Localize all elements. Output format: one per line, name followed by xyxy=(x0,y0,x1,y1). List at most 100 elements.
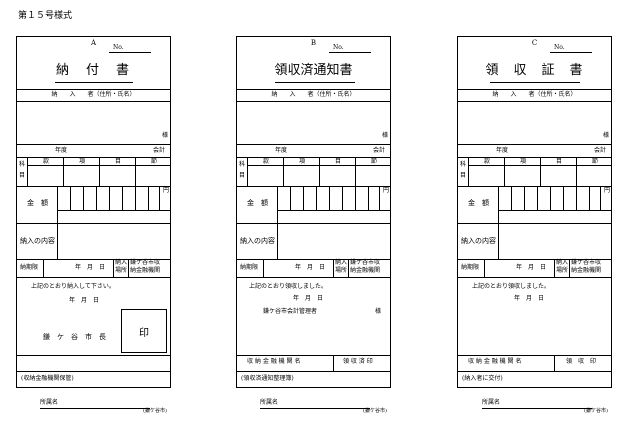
form-number-label: 第１５号様式 xyxy=(18,11,73,21)
payer-field[interactable] xyxy=(237,101,390,144)
form-title: 領収済通知書 xyxy=(274,63,353,78)
place-label-1: 納入 xyxy=(556,259,569,266)
notice-text: 上記のとおり領収しました。 xyxy=(249,283,328,290)
account-type-label: 会計 xyxy=(373,147,386,154)
place-label-1: 納入 xyxy=(115,259,128,266)
amount-field[interactable] xyxy=(498,186,612,210)
honorific: 様 xyxy=(162,132,169,139)
place-label-2: 場所 xyxy=(115,267,128,274)
notice-date: 年 月 日 xyxy=(69,297,100,304)
amount-label: 金 額 xyxy=(468,199,489,207)
payer-header: 納 入 者（住所・氏名） xyxy=(271,91,356,98)
fiscal-year-label: 年度 xyxy=(55,147,68,154)
notice-text: 上記のとおり領収しました。 xyxy=(472,283,551,290)
copy-destination: (納入者に交付) xyxy=(462,375,503,382)
purpose-field[interactable] xyxy=(57,223,171,259)
dept-field[interactable] xyxy=(482,408,592,409)
dept-field[interactable] xyxy=(260,408,370,409)
place-label-2: 場所 xyxy=(556,267,569,274)
authority-name: 鎌ケ谷市会計管理者 xyxy=(263,308,318,315)
copy-destination: (領収済通知整理簿) xyxy=(241,375,294,382)
amount-label: 金 額 xyxy=(27,199,48,207)
place-value-2: 納金融機関 xyxy=(350,267,381,274)
amount-field[interactable] xyxy=(277,186,391,210)
authority-name: 鎌 ケ 谷 市 長 xyxy=(43,333,106,341)
account-type-label: 会計 xyxy=(594,147,607,154)
place-value-2: 納金融機関 xyxy=(571,267,602,274)
col-kou-label: 項 xyxy=(299,158,306,165)
honorific: 様 xyxy=(382,132,389,139)
form-letter: B xyxy=(310,39,317,47)
col-setsu-label: 節 xyxy=(592,158,599,165)
form-title: 納 付 書 xyxy=(55,63,131,78)
deadline-date: 年 月 日 xyxy=(295,264,326,271)
col-moku-label: 目 xyxy=(115,158,122,165)
yen-label: 円 xyxy=(163,187,170,194)
account-label-1: 科 xyxy=(19,161,26,168)
city-tag: (鎌ケ谷市) xyxy=(143,408,167,414)
account-type-label: 会計 xyxy=(153,147,166,154)
payer-header: 納 入 者（住所・氏名） xyxy=(492,91,577,98)
place-value-1: 鎌ケ谷市収 xyxy=(350,259,381,266)
col-kou-label: 項 xyxy=(79,158,86,165)
col-moku-label: 目 xyxy=(556,158,563,165)
city-tag: (鎌ケ谷市) xyxy=(363,408,387,414)
number-label: No. xyxy=(113,44,124,51)
dept-label: 所属名 xyxy=(482,399,501,406)
form-letter: A xyxy=(90,39,97,47)
dept-label: 所属名 xyxy=(260,399,279,406)
purpose-label: 納入の内容 xyxy=(240,237,275,245)
number-field[interactable] xyxy=(550,52,592,53)
col-setsu-label: 節 xyxy=(371,158,378,165)
col-kou-label: 項 xyxy=(520,158,527,165)
deadline-label: 納期限 xyxy=(461,264,480,271)
place-value-1: 鎌ケ谷市収 xyxy=(571,259,602,266)
fiscal-year-label: 年度 xyxy=(275,147,288,154)
number-field[interactable] xyxy=(329,52,371,53)
place-label-2: 場所 xyxy=(335,267,348,274)
place-value-2: 納金融機関 xyxy=(130,267,161,274)
deadline-date: 年 月 日 xyxy=(75,264,106,271)
notice-text: 上記のとおり納入して下さい。 xyxy=(31,283,115,290)
notice-date: 年 月 日 xyxy=(514,295,545,302)
account-label-2: 目 xyxy=(19,172,26,179)
deadline-label: 納期限 xyxy=(240,264,259,271)
number-label: No. xyxy=(333,44,344,51)
number-field[interactable] xyxy=(109,52,151,53)
dept-label: 所属名 xyxy=(40,399,59,406)
account-label-1: 科 xyxy=(239,161,246,168)
yen-label: 円 xyxy=(383,187,390,194)
fiscal-year-label: 年度 xyxy=(496,147,509,154)
purpose-label: 納入の内容 xyxy=(20,237,55,245)
bank-name-label: 収 納 金 融 機 関 名 xyxy=(468,358,522,365)
purpose-field[interactable] xyxy=(498,223,612,259)
col-setsu-label: 節 xyxy=(151,158,158,165)
col-kan-label: 款 xyxy=(484,158,491,165)
seal-box: 印 xyxy=(121,309,167,353)
receipt-notice-form: B No. 領収済通知書 納 入 者（住所・氏名） 様 年度 会計 科 目 款 … xyxy=(236,36,391,388)
col-moku-label: 目 xyxy=(335,158,342,165)
receipt-stamp-label: 領 収 済 印 xyxy=(343,358,373,365)
place-value-1: 鎌ケ谷市収 xyxy=(130,259,161,266)
number-label: No. xyxy=(554,44,565,51)
col-kan-label: 款 xyxy=(43,158,50,165)
city-tag: (鎌ケ谷市) xyxy=(584,408,608,414)
deadline-label: 納期限 xyxy=(20,264,39,271)
payer-field[interactable] xyxy=(458,101,611,144)
account-label-2: 目 xyxy=(239,172,246,179)
payment-slip-form: A No. 納 付 書 納 入 者（住所・氏名） 様 年度 会計 科 目 款 項… xyxy=(16,36,171,388)
purpose-field[interactable] xyxy=(277,223,391,259)
yen-label: 円 xyxy=(604,187,611,194)
receipt-certificate-form: C No. 領 収 証 書 納 入 者（住所・氏名） 様 年度 会計 科 目 款… xyxy=(457,36,612,388)
place-label-1: 納入 xyxy=(335,259,348,266)
payer-field[interactable] xyxy=(17,101,170,144)
honorific: 様 xyxy=(603,132,610,139)
account-label-2: 目 xyxy=(460,172,467,179)
bank-name-label: 収 納 金 融 機 関 名 xyxy=(247,358,301,365)
dept-field[interactable] xyxy=(40,408,150,409)
amount-field[interactable] xyxy=(57,186,171,210)
copy-destination: (収納金融機関保管) xyxy=(21,375,74,382)
form-title: 領 収 証 書 xyxy=(485,63,584,78)
payer-header: 納 入 者（住所・氏名） xyxy=(51,91,136,98)
form-letter: C xyxy=(531,39,538,47)
